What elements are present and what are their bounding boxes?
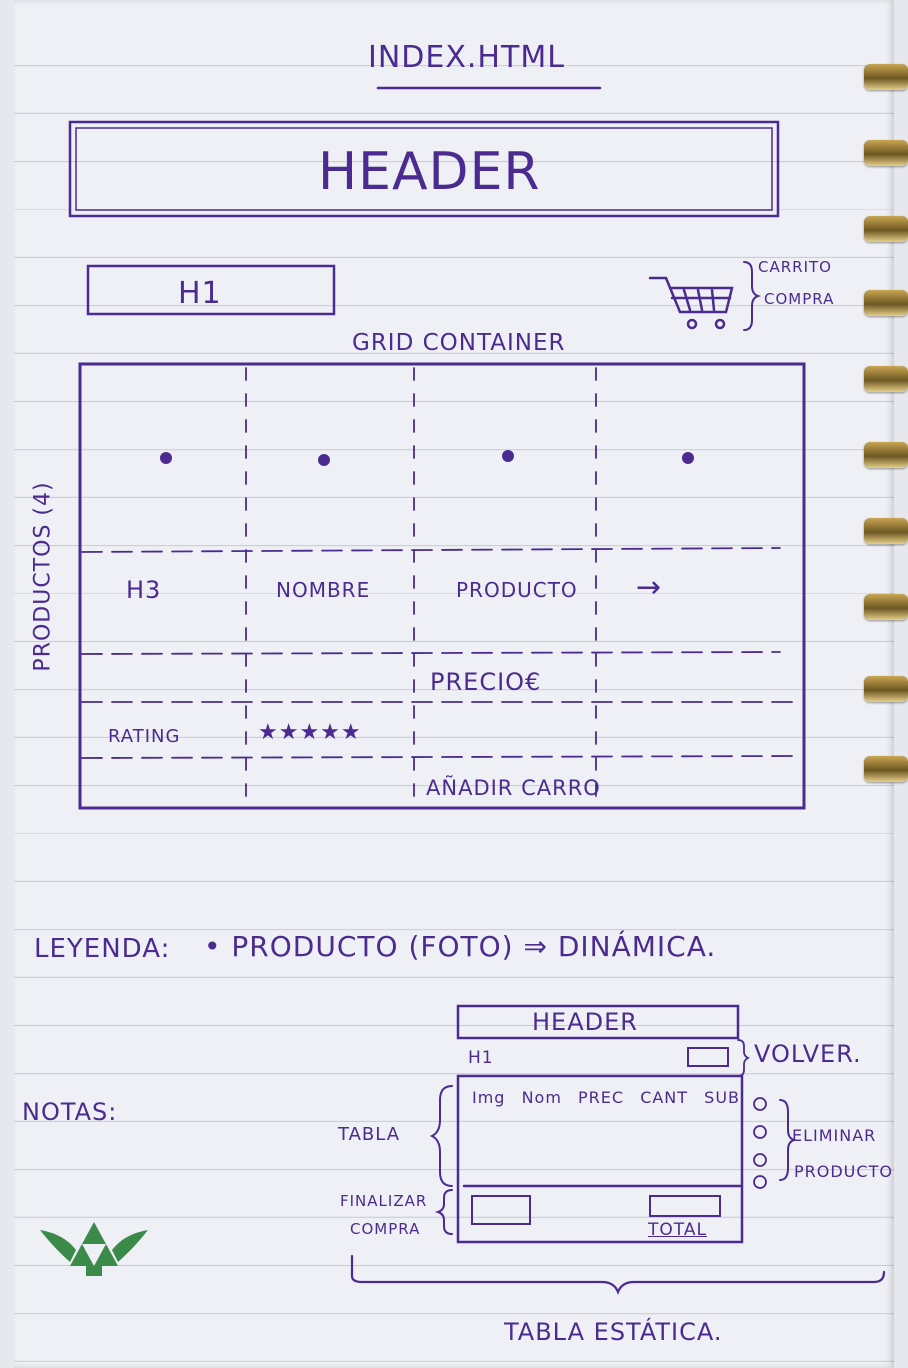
- mini-header-label: HEADER: [532, 1008, 638, 1036]
- col-img: Img: [472, 1088, 506, 1107]
- col-sub: SUB: [704, 1088, 740, 1107]
- cart-icon: [648, 276, 734, 330]
- arrow-icon: →: [636, 570, 663, 605]
- h3-label: H3: [126, 576, 162, 604]
- table-brace: [429, 1085, 453, 1187]
- spiral-ring: [864, 366, 908, 392]
- finalize-label-line-1: FINALIZAR: [340, 1192, 428, 1210]
- mini-finalize-button: [471, 1195, 531, 1225]
- grid-container-label: GRID CONTAINER: [352, 330, 566, 356]
- table-label: TABLA: [338, 1124, 401, 1145]
- delete-label-line-1: ELIMINAR: [792, 1126, 877, 1145]
- spiral-ring: [864, 594, 908, 620]
- delete-icon: [753, 1097, 767, 1111]
- grid-row-line: [81, 755, 801, 759]
- mini-header-box: [456, 1004, 740, 1040]
- spiral-ring: [864, 140, 908, 166]
- back-label: VOLVER.: [754, 1040, 862, 1068]
- mini-back-button: [687, 1047, 729, 1067]
- grid-row-line: [81, 651, 781, 655]
- product-photo-dot: [160, 452, 172, 464]
- mini-table-box: [456, 1074, 744, 1244]
- product-photo-dot: [318, 454, 330, 466]
- mini-table-columns: Img Nom PREC CANT SUB: [472, 1088, 740, 1107]
- mini-h1-label: H1: [468, 1048, 494, 1068]
- total-label: TOTAL: [648, 1220, 707, 1240]
- h1-label: H1: [178, 276, 222, 311]
- mini-total-box: [649, 1195, 721, 1217]
- delete-icon: [753, 1175, 767, 1189]
- spiral-ring: [864, 64, 908, 90]
- product-label: PRODUCTO: [456, 578, 578, 602]
- spiral-ring: [864, 756, 908, 782]
- delete-icon: [753, 1153, 767, 1167]
- page-title: INDEX.HTML: [368, 40, 565, 75]
- spiral-ring: [864, 442, 908, 468]
- grid-row-line: [81, 547, 781, 553]
- price-label: PRECIO€: [430, 668, 542, 696]
- col-prec: PREC: [578, 1088, 625, 1107]
- spiral-ring: [864, 290, 908, 316]
- finalize-brace: [434, 1189, 453, 1235]
- products-side-label: PRODUCTOS (4): [30, 481, 56, 672]
- static-table-label: TABLA ESTÁTICA.: [504, 1318, 723, 1346]
- h1-box: [86, 264, 336, 316]
- col-nom: Nom: [521, 1088, 562, 1107]
- cart-label-line-2: COMPRA: [764, 290, 835, 308]
- spiral-ring: [864, 676, 908, 702]
- col-cant: CANT: [640, 1088, 689, 1107]
- name-label: NOMBRE: [276, 578, 371, 602]
- static-table-brace: [350, 1254, 886, 1295]
- spiral-ring: [864, 518, 908, 544]
- header-label: HEADER: [318, 142, 541, 202]
- legend-label: LEYENDA:: [34, 934, 171, 964]
- notebook-page: [14, 0, 894, 1368]
- header-box-inner: [75, 127, 773, 211]
- rating-label: RATING: [108, 726, 181, 747]
- delete-brace: [779, 1099, 798, 1181]
- notes-label: NOTAS:: [22, 1098, 118, 1126]
- legend-text: • PRODUCTO (FOTO) ⇒ DINÁMICA.: [204, 930, 717, 963]
- delete-icon: [753, 1125, 767, 1139]
- logo-icon: [40, 1222, 148, 1276]
- product-photo-dot: [682, 452, 694, 464]
- header-box: [68, 120, 780, 218]
- product-photo-dot: [502, 450, 514, 462]
- cart-brace: [743, 261, 762, 331]
- cart-label-line-1: CARRITO: [758, 258, 832, 276]
- delete-label-line-2: PRODUCTO: [794, 1162, 893, 1181]
- add-cart-label: AÑADIR CARRO: [426, 776, 601, 800]
- grid-container-box: [78, 362, 806, 810]
- spiral-ring: [864, 216, 908, 242]
- finalize-label-line-2: COMPRA: [350, 1220, 421, 1238]
- rating-stars: ★★★★★: [258, 720, 362, 745]
- back-brace: [737, 1039, 751, 1077]
